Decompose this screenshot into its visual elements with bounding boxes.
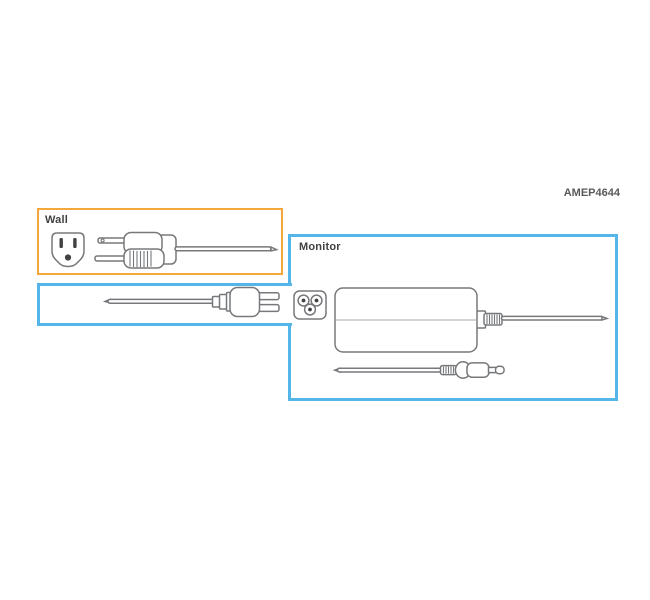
figure-code-label: AMEP4644 xyxy=(563,187,620,199)
power-cord-box xyxy=(37,283,292,326)
monitor-group-box: Monitor xyxy=(288,234,618,401)
monitor-group-label: Monitor xyxy=(299,241,341,253)
wall-group-box: Wall xyxy=(37,208,283,275)
wall-group-label: Wall xyxy=(45,214,69,226)
